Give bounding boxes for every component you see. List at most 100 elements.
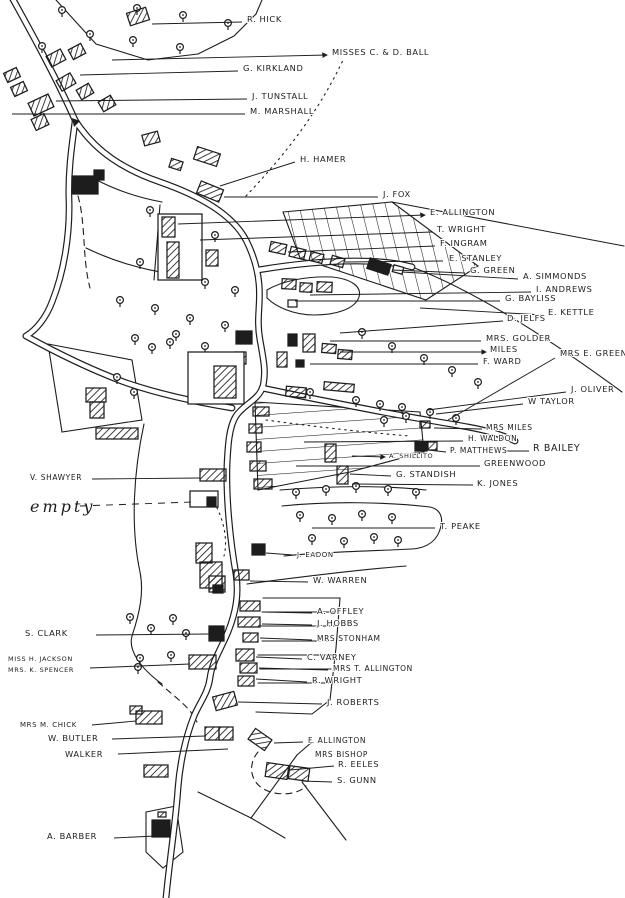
footpath-dashed [77, 195, 91, 289]
leader-line [91, 477, 201, 480]
resident-label: R. WRIGHT [312, 675, 363, 685]
field-boundary [197, 0, 263, 55]
tree-icon [211, 231, 219, 243]
leader-line [344, 260, 444, 263]
leader-line [113, 835, 156, 839]
resident-label: MRS STONHAM [317, 634, 381, 643]
field-boundary [411, 266, 623, 393]
field-boundary [197, 791, 252, 819]
leader-line [433, 427, 483, 430]
leader-line [447, 357, 556, 421]
tree-icon [388, 342, 396, 354]
resident-label: MRS. GOLDER [486, 333, 551, 343]
field-boundary [391, 201, 625, 247]
tree-icon [172, 330, 180, 342]
resident-label: G. KIRKLAND [243, 63, 303, 73]
tree-icon [129, 35, 137, 48]
tree-icon [179, 11, 187, 23]
building-hatched [125, 6, 151, 27]
building-hatched [242, 632, 259, 643]
leader-line [79, 501, 193, 507]
leader-line [255, 678, 308, 683]
road-surface [255, 258, 415, 273]
building-hatched [329, 254, 346, 269]
leader-line [273, 741, 304, 744]
building-hatched [9, 80, 29, 98]
tree-icon [115, 296, 125, 308]
building-hatched [235, 648, 255, 662]
tree-icon [388, 512, 396, 525]
resident-label: W. BUTLER [48, 733, 98, 743]
building-solid [235, 330, 253, 345]
building-hatched [204, 726, 220, 741]
resident-label: MRS E. GREEN [560, 348, 625, 358]
leader-line [427, 449, 447, 453]
building-hatched [239, 662, 258, 674]
tree-icon [474, 378, 482, 390]
leader-line [111, 735, 207, 740]
leader-line [237, 701, 323, 705]
building-hatched [233, 569, 250, 581]
building-hatched [192, 145, 222, 168]
footpath-dotted [265, 419, 411, 437]
building-hatched [97, 94, 117, 113]
leader-line [89, 663, 191, 669]
footpath-dashed [251, 751, 307, 795]
building-hatched [95, 427, 139, 440]
building-hatched [239, 600, 261, 612]
tree-icon [412, 488, 420, 500]
leader-line [95, 633, 211, 636]
leader-line [258, 667, 329, 671]
tree-icon [292, 488, 300, 500]
building-hatched [276, 351, 288, 368]
resident-label: MRS MILES [486, 423, 533, 432]
building-hatched [2, 66, 22, 84]
building-hatched [288, 245, 307, 261]
building-solid [151, 819, 171, 838]
leader-line [287, 245, 436, 253]
leader-line [265, 552, 294, 556]
road-surface [10, 0, 267, 898]
building-hatched [157, 811, 167, 818]
building-hatched [252, 406, 270, 417]
tree-icon [358, 510, 366, 522]
leader-line [255, 656, 303, 660]
resident-label: S. CLARK [25, 628, 68, 638]
footpath-dashed [157, 681, 198, 723]
resident-label: MISSES C. & D. BALL [332, 47, 429, 57]
building-hatched [143, 764, 169, 778]
building-hatched [75, 82, 95, 101]
building-hatched [308, 250, 325, 265]
leader-line [199, 231, 433, 241]
tree-icon [308, 533, 316, 546]
resident-label: MRS T. ALLINGTON [333, 664, 413, 673]
building-hatched [30, 112, 50, 132]
resident-label: R. HICK [247, 14, 282, 24]
tree-icon [131, 334, 139, 346]
resident-label: W. WARREN [313, 575, 367, 585]
leader-line [111, 52, 328, 61]
building-hatched [316, 280, 333, 294]
building-hatched [89, 401, 105, 419]
field-boundary [250, 817, 286, 839]
tree-icon [182, 628, 190, 641]
resident-label: MISS H. JACKSON [8, 655, 73, 663]
roads-layer [9, 0, 519, 898]
leader-line [427, 391, 567, 411]
tree-icon [384, 485, 392, 497]
building-hatched [195, 542, 213, 564]
resident-label: A. SHILLITO [389, 452, 433, 460]
building-hatched [205, 249, 219, 267]
building-solid [206, 496, 217, 507]
building-hatched [237, 616, 261, 628]
field-boundary [266, 276, 361, 316]
leader-line [151, 21, 243, 25]
resident-label: J. OLIVER [570, 384, 614, 394]
building-hatched [268, 240, 288, 256]
building-hatched [161, 216, 176, 238]
resident-label: R BAILEY [533, 443, 580, 454]
tree-icon [167, 650, 175, 663]
tree-icon [358, 328, 366, 340]
building-hatched [237, 675, 255, 687]
